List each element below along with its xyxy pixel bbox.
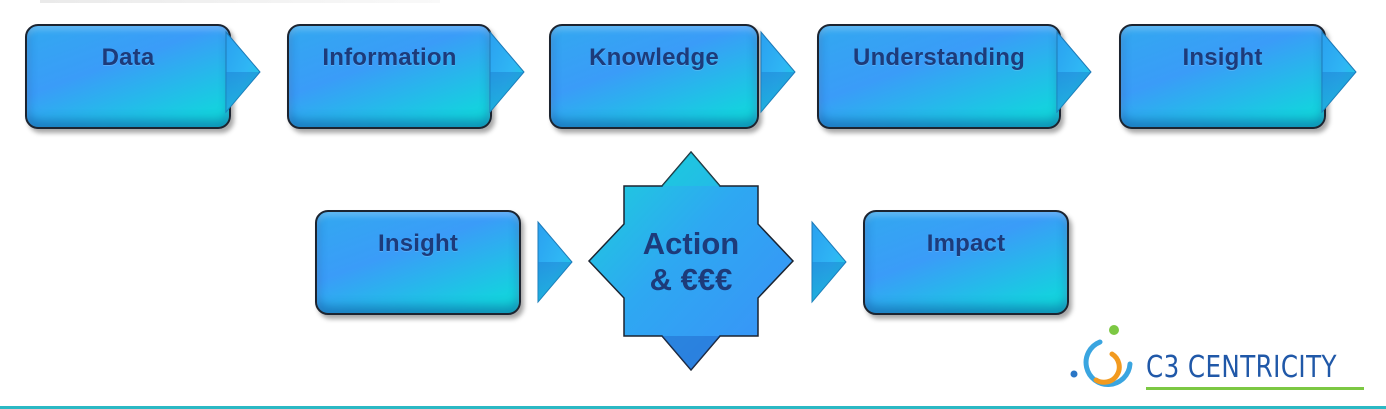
arrow-chevron-icon — [811, 220, 847, 304]
arrow-chevron-icon — [489, 30, 525, 114]
step-understanding-box: Understanding — [817, 24, 1061, 129]
arrow-chevron-icon — [225, 30, 261, 114]
row2-insight-label: Insight — [377, 230, 459, 257]
step-data-box: Data — [25, 24, 231, 129]
logo-underline — [1146, 387, 1364, 390]
top-fade-line — [40, 0, 440, 3]
arrow-chevron-icon — [1321, 30, 1357, 114]
step-data-label: Data — [101, 44, 155, 71]
step-knowledge-box: Knowledge — [549, 24, 759, 129]
arrow-chevron-icon — [1056, 30, 1092, 114]
arrow-chevron-icon — [537, 220, 573, 304]
impact-box: Impact — [863, 210, 1069, 315]
step-knowledge-label: Knowledge — [589, 44, 719, 71]
c3-centricity-logo: C3 CENTRICITY — [1068, 324, 1368, 404]
arrow-chevron-icon — [760, 30, 796, 114]
action-star-shape — [587, 150, 795, 372]
step-understanding-label: Understanding — [853, 44, 1025, 71]
action-label: Action & €€€ — [600, 226, 782, 298]
step-information-label: Information — [322, 44, 457, 71]
row2-insight-box: Insight — [315, 210, 521, 315]
impact-label: Impact — [926, 230, 1006, 257]
bottom-accent-line — [0, 406, 1386, 409]
logo-text: C3 CENTRICITY — [1146, 350, 1337, 385]
action-label-line1: Action — [642, 226, 740, 261]
step-insight-box: Insight — [1119, 24, 1326, 129]
action-label-line2: & €€€ — [649, 262, 733, 297]
logo-mark-icon — [1070, 325, 1133, 387]
step-information-box: Information — [287, 24, 492, 129]
step-insight-label: Insight — [1182, 44, 1263, 71]
